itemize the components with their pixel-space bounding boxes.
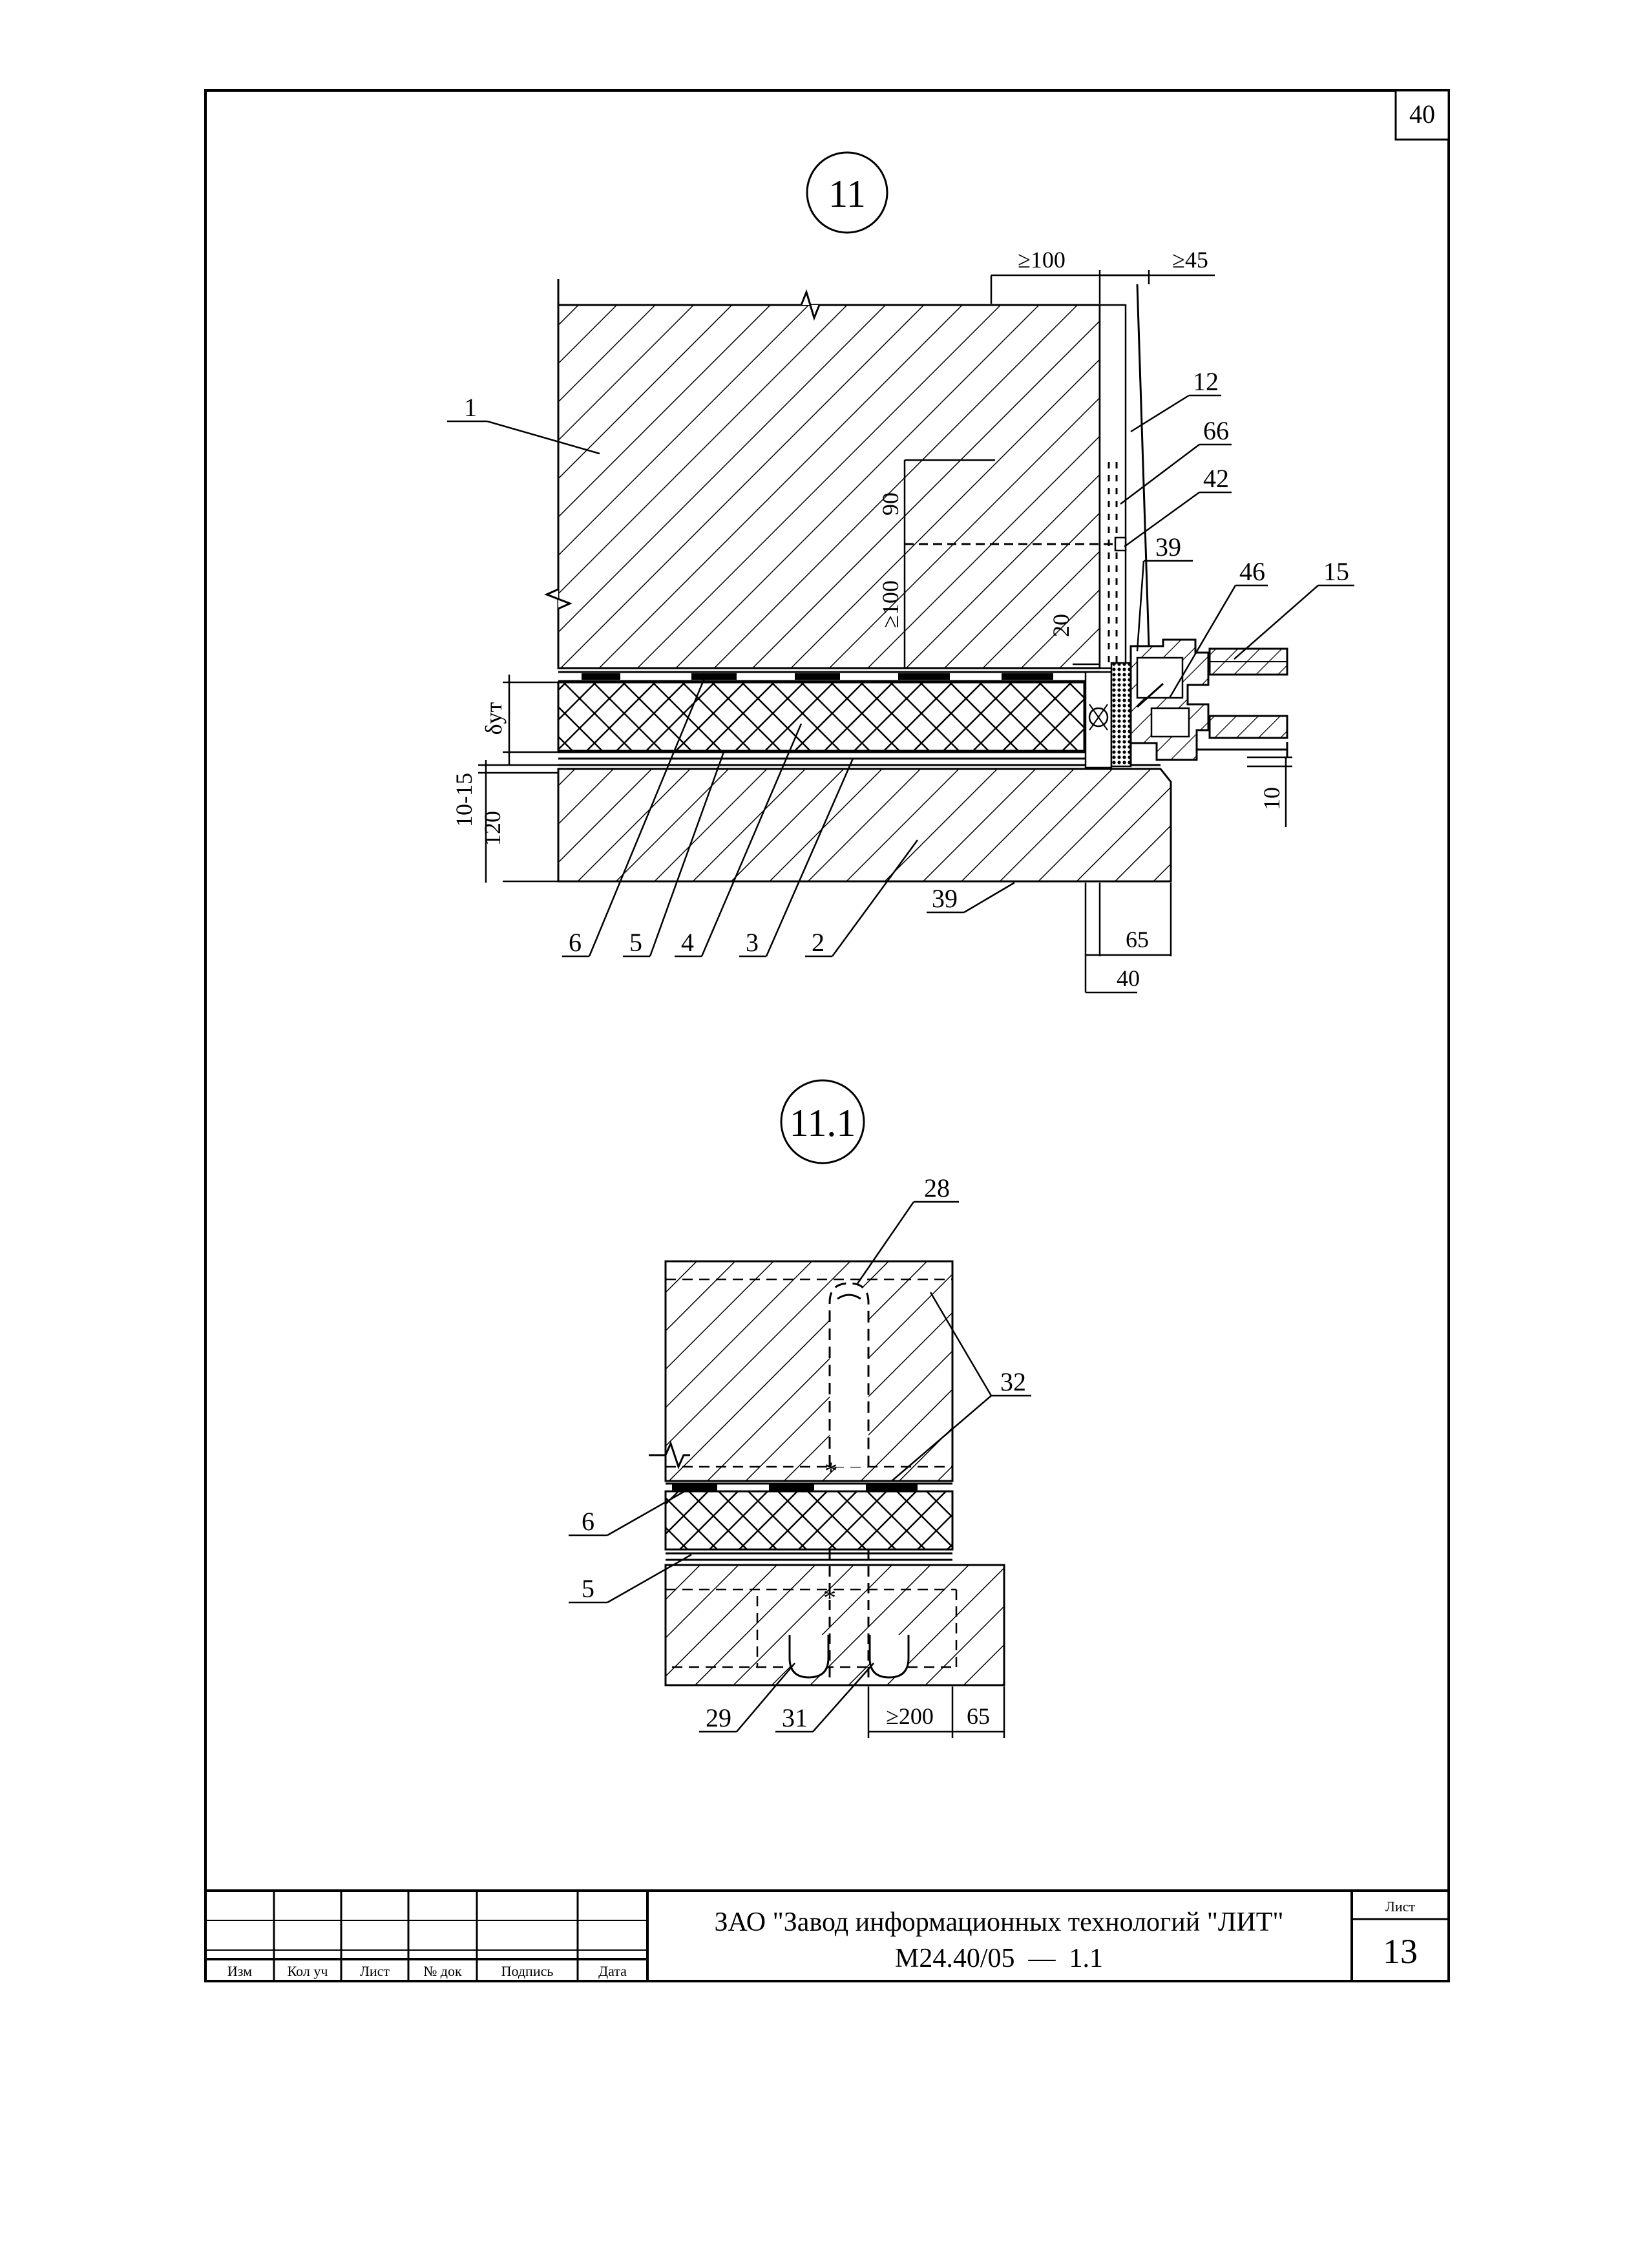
weld-mark-top: * — [824, 1456, 837, 1486]
detail-11-title-circle — [806, 151, 888, 234]
loop-31 — [868, 1635, 910, 1679]
loop-29 — [788, 1635, 830, 1679]
break-mark-11-1 — [649, 1440, 690, 1470]
dim-90: 90 — [877, 492, 903, 516]
dim-120: 120 — [479, 811, 505, 846]
header-izm: Изм — [227, 1963, 252, 1979]
lower-slab-2 — [557, 768, 1172, 883]
weld-mark-bottom: * — [823, 1583, 836, 1612]
callout-12: 12 — [1193, 367, 1219, 396]
header-podpis: Подпись — [501, 1963, 554, 1979]
page-number-box — [1394, 89, 1450, 141]
dim-65: 65 — [1126, 927, 1149, 952]
lower-slab-11-1 — [664, 1564, 1005, 1686]
header-kol-uch: Кол уч — [288, 1963, 328, 1979]
break-mark-top — [800, 289, 821, 321]
callout-29: 29 — [706, 1703, 731, 1732]
detail-11-1: 11.1 * * — [569, 1079, 1031, 1738]
upper-wall — [544, 279, 1150, 669]
callout-5: 5 — [629, 928, 642, 957]
title-block — [205, 1889, 1449, 1981]
insulation-layer-4 — [557, 681, 1086, 752]
dim-10-15: 10-15 — [451, 773, 477, 827]
callout-46: 46 — [1239, 557, 1265, 586]
detail-11-1-title: 11.1 — [790, 1102, 856, 1144]
callout-39-top: 39 — [1155, 532, 1181, 562]
detail-11-1-title-circle — [780, 1079, 865, 1164]
callout-15: 15 — [1323, 557, 1349, 586]
detail-11-leaders — [447, 394, 1354, 958]
sheet-label: Лист — [1385, 1898, 1415, 1915]
callout-1: 1 — [464, 393, 477, 422]
sealant-strip-39 — [1110, 662, 1132, 768]
detail-11-title: 11 — [828, 173, 866, 215]
window-joint — [1084, 659, 1132, 769]
document-code: М24.40/05 — 1.1 — [895, 1944, 1103, 1973]
dim-20: 20 — [1048, 614, 1074, 637]
callout-28: 28 — [924, 1173, 950, 1202]
dim-top-100: ≥100 — [1018, 247, 1066, 273]
break-mark-left — [544, 588, 572, 610]
dim-40: 40 — [1117, 965, 1140, 991]
dim-100-vertical: ≥100 — [877, 580, 903, 628]
upper-panel — [664, 1260, 954, 1482]
dim-200: ≥200 — [886, 1703, 934, 1729]
dim-top-45: ≥45 — [1172, 247, 1208, 273]
sheet-number: 13 — [1383, 1932, 1418, 1971]
callout-6-11-1: 6 — [582, 1507, 594, 1536]
detail-11-dimensions — [478, 270, 1292, 994]
callout-3: 3 — [746, 928, 759, 957]
callout-32: 32 — [1000, 1367, 1026, 1396]
callout-39-bottom: 39 — [932, 884, 958, 913]
detail-11: 11 — [447, 151, 1354, 994]
adhesive-layer-6 — [558, 671, 1100, 682]
callout-31: 31 — [782, 1703, 808, 1732]
window-frame-15 — [1129, 638, 1288, 761]
header-list: Лист — [360, 1963, 390, 1979]
header-n-dok: № док — [423, 1963, 462, 1979]
loop-28 — [828, 1282, 870, 1467]
company-name: ЗАО "Завод информационных технологий "ЛИ… — [715, 1907, 1284, 1937]
header-data: Дата — [598, 1963, 627, 1979]
callout-2: 2 — [812, 928, 824, 957]
dim-10: 10 — [1259, 787, 1285, 810]
facade-sealant-line — [1136, 284, 1150, 647]
dim-65-11-1: 65 — [967, 1703, 990, 1729]
callout-66: 66 — [1203, 416, 1229, 445]
callout-42: 42 — [1203, 464, 1229, 493]
callout-5-11-1: 5 — [582, 1574, 594, 1603]
dim-delta-ut: δут — [481, 702, 507, 735]
page-number: 40 — [1409, 100, 1435, 129]
insulation-11-1 — [664, 1490, 954, 1551]
sheet-frame — [204, 89, 1450, 1982]
callout-6: 6 — [569, 928, 582, 957]
callout-4: 4 — [681, 928, 694, 957]
plaster-strip — [1098, 304, 1127, 669]
